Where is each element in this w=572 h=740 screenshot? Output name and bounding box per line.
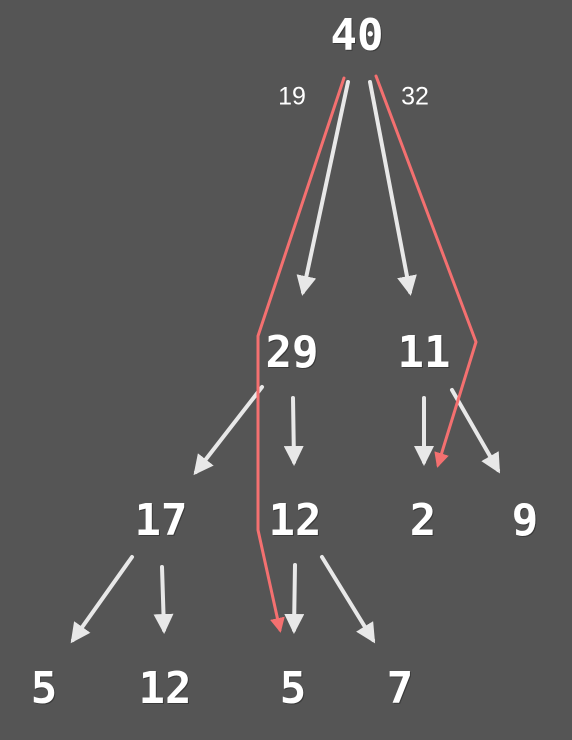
edge-40-to-29 [296, 80, 350, 296]
edge-11-to-9 [450, 388, 500, 474]
node-l2-d: 9 [511, 495, 539, 546]
node-l3-b: 12 [138, 663, 192, 714]
node-l3-a: 5 [30, 663, 58, 714]
node-l2-a: 17 [134, 495, 188, 546]
node-l1-right: 11 [397, 327, 451, 378]
edge-17-to-12 [153, 565, 174, 634]
edge-17-to-5 [70, 555, 134, 644]
node-l2-b: 12 [268, 495, 322, 546]
edge-29-to-12 [283, 396, 304, 466]
edge-label-right: 32 [401, 82, 429, 111]
edge-29-to-17 [193, 385, 264, 476]
path-highlight-left [256, 76, 346, 633]
path-highlight-right [374, 74, 478, 468]
node-l2-c: 2 [409, 495, 437, 546]
node-l1-left: 29 [265, 327, 319, 378]
edge-12-to-5 [284, 563, 305, 634]
node-l3-d: 7 [386, 663, 414, 714]
node-root: 40 [330, 10, 384, 61]
edge-label-left: 19 [278, 82, 306, 111]
node-l3-c: 5 [279, 663, 307, 714]
edge-40-to-11 [368, 80, 417, 296]
edge-12-to-7 [320, 555, 376, 644]
